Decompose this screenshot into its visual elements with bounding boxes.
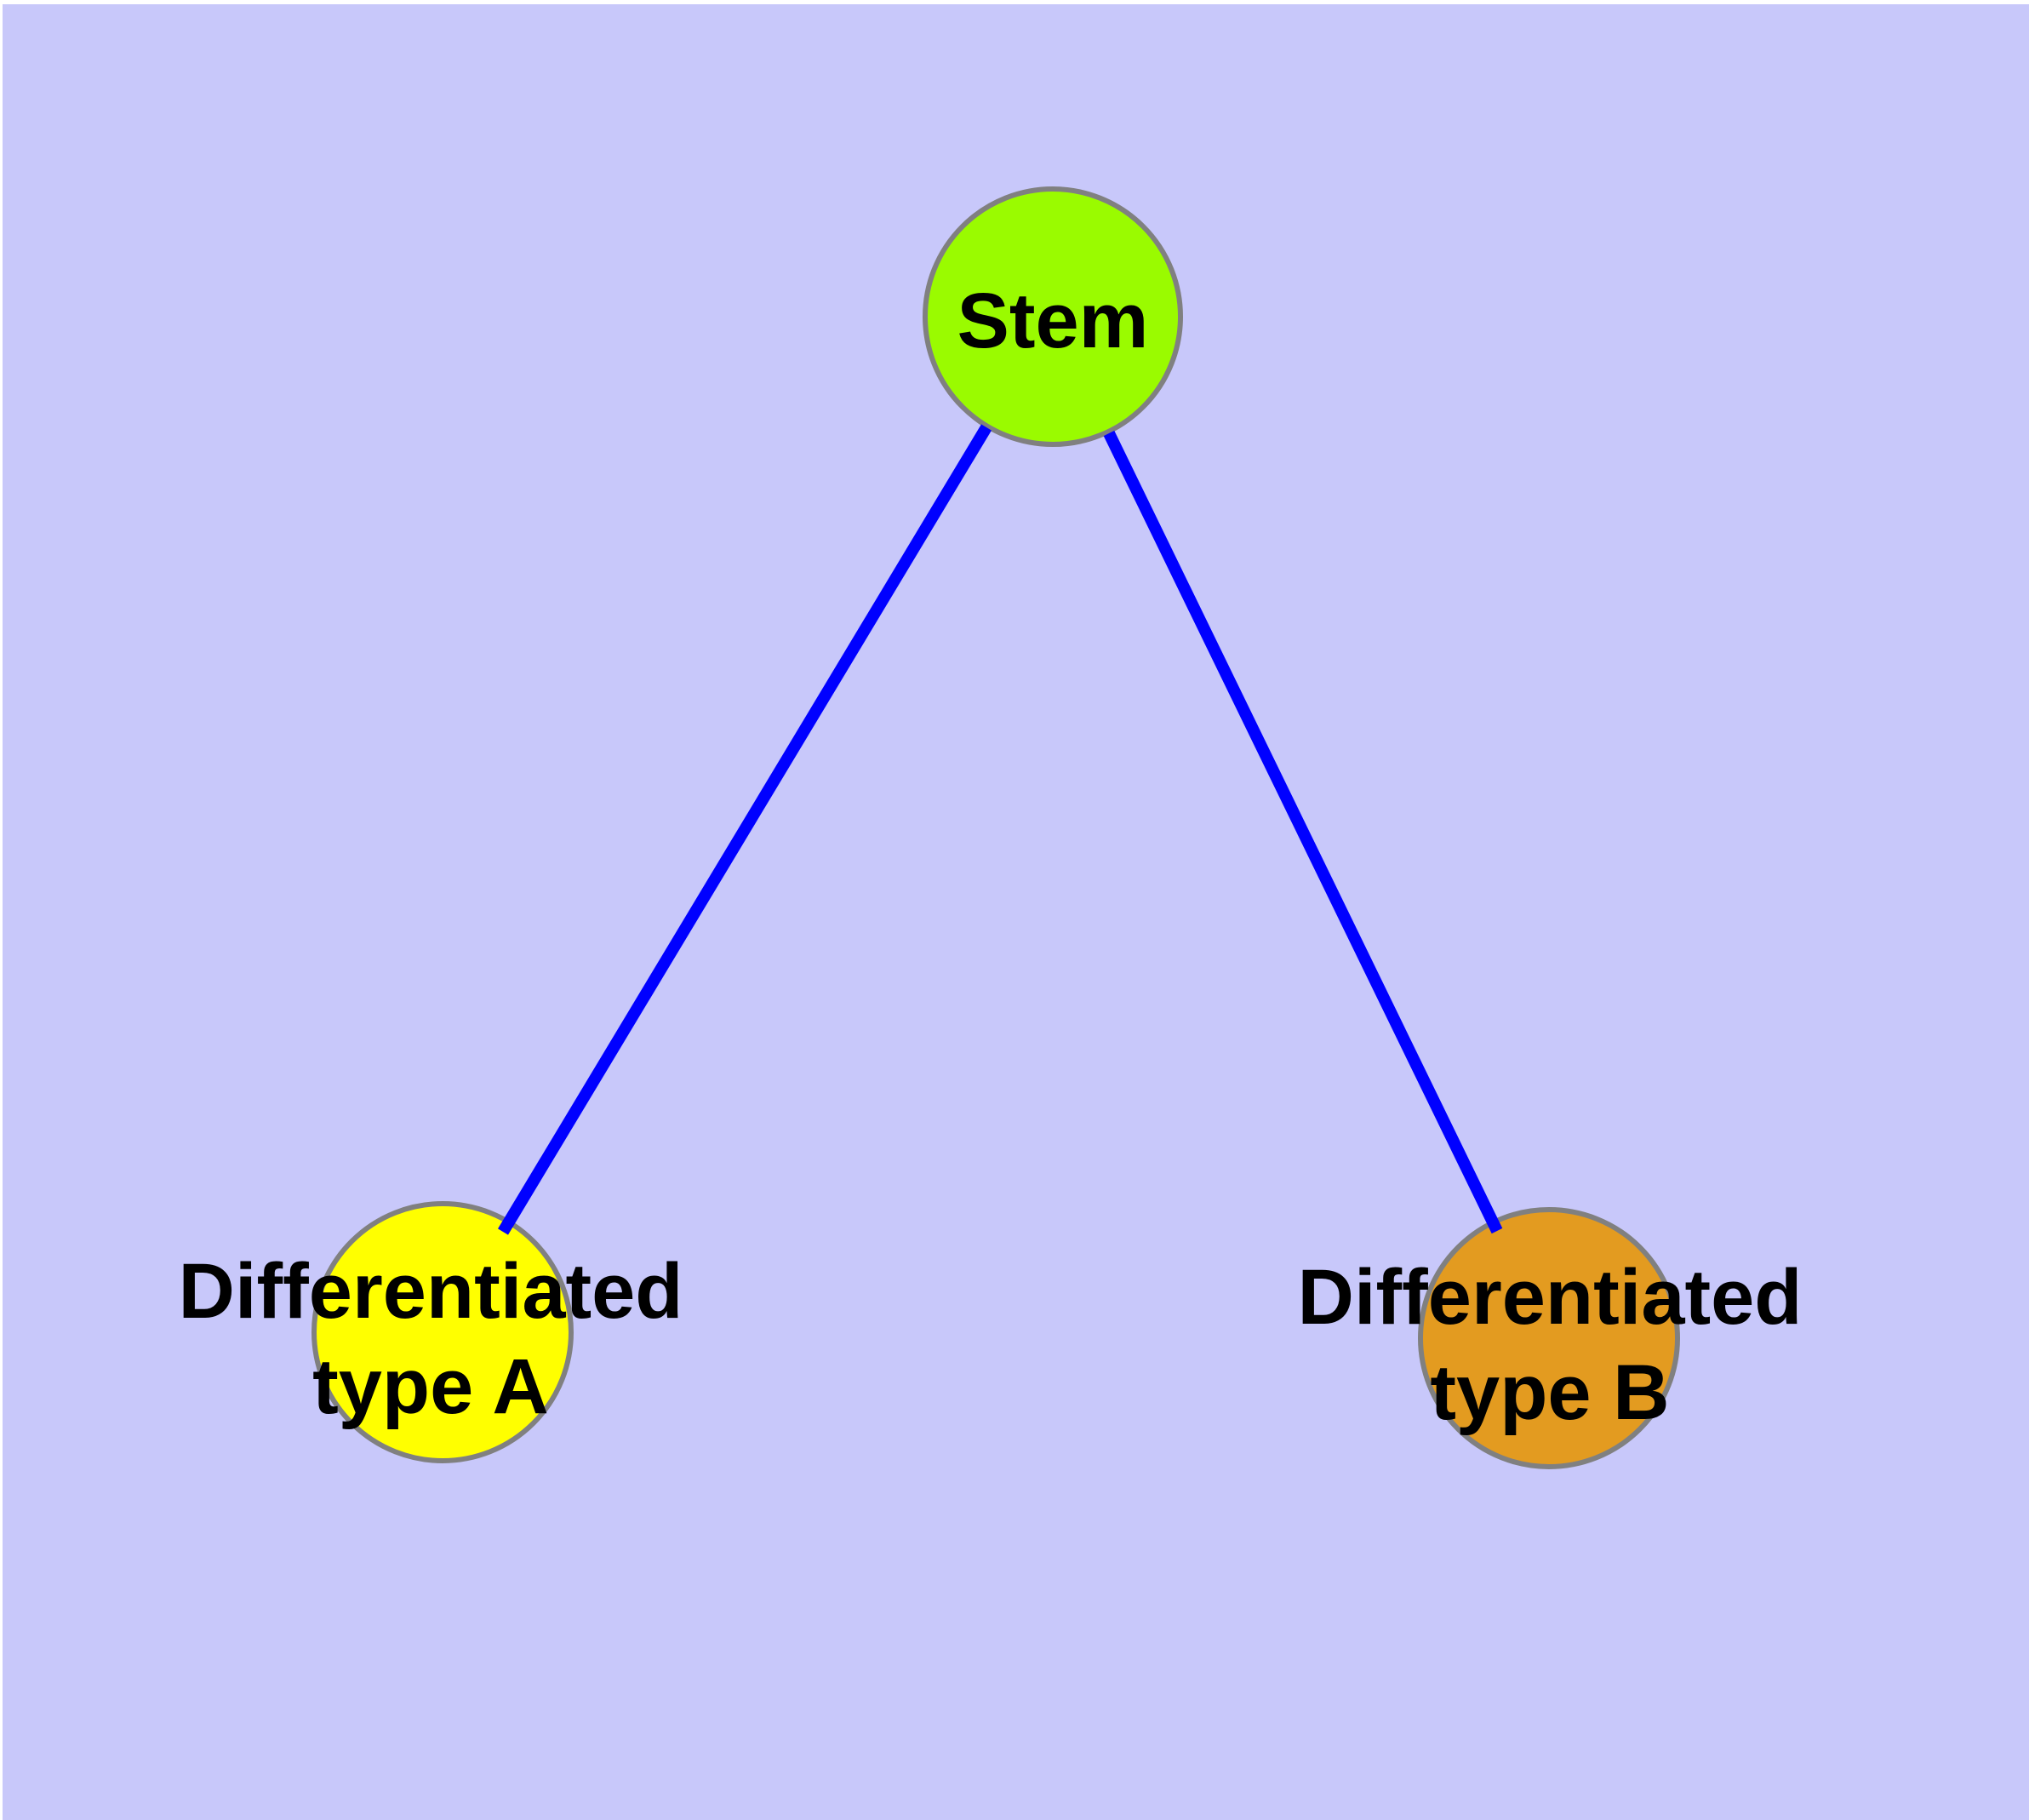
node-stem bbox=[923, 186, 1183, 447]
node-differentiated-type-b bbox=[1418, 1207, 1680, 1469]
node-type-a-label-line1: Differentiated bbox=[179, 1248, 683, 1335]
edge-stem-to-type-b bbox=[1103, 430, 1503, 1234]
node-type-a-label-line2: type A bbox=[312, 1343, 549, 1430]
node-differentiated-type-a bbox=[311, 1201, 574, 1463]
node-stem-label: Stem bbox=[957, 278, 1149, 364]
edge-stem-to-type-a bbox=[498, 424, 992, 1235]
node-type-b-label-line2: type B bbox=[1430, 1349, 1669, 1436]
node-type-b-label-line1: Differentiated bbox=[1298, 1254, 1803, 1341]
